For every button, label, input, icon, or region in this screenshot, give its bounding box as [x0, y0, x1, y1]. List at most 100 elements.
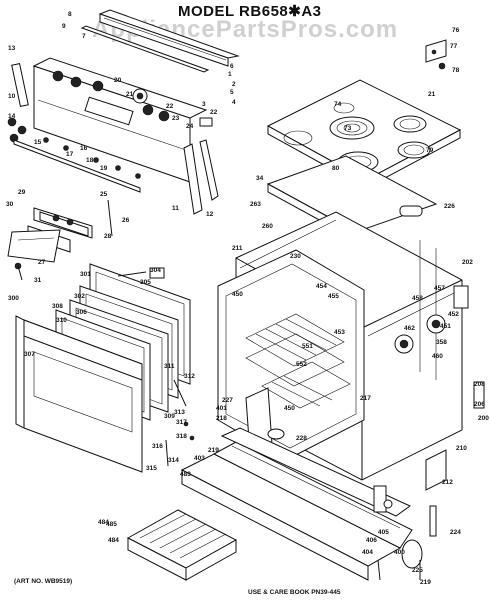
- part-callout-23: 23: [172, 115, 180, 122]
- part-callout-227: 227: [222, 397, 233, 404]
- part-callout-219: 219: [208, 447, 219, 454]
- broiler-pan: [126, 509, 238, 581]
- part-callout-9: 9: [62, 23, 66, 30]
- clock-assembly: [7, 199, 113, 281]
- part-callout-200: 200: [478, 415, 489, 422]
- part-callout-218: 218: [216, 415, 227, 422]
- part-callout-22: 22: [210, 109, 218, 116]
- top-right-bracket: [425, 39, 447, 70]
- part-callout-11: 11: [172, 205, 179, 212]
- part-callout-5: 5: [230, 89, 234, 96]
- part-callout-206: 206: [474, 401, 485, 408]
- part-callout-6: 6: [230, 63, 234, 70]
- part-callout-301: 301: [80, 271, 91, 278]
- part-callout-78: 78: [452, 67, 460, 74]
- part-callout-22: 22: [166, 103, 174, 110]
- part-callout-308: 308: [52, 303, 63, 310]
- part-callout-13: 13: [8, 45, 16, 52]
- part-callout-19: 19: [100, 165, 108, 172]
- part-callout-77: 77: [450, 43, 458, 50]
- side-trim-strips: [183, 117, 219, 215]
- part-callout-8: 8: [68, 11, 72, 18]
- part-callout-455: 455: [328, 293, 339, 300]
- part-callout-208: 208: [474, 381, 485, 388]
- part-callout-225: 225: [412, 567, 423, 574]
- part-callout-4: 4: [232, 99, 236, 106]
- part-callout-451: 451: [440, 323, 451, 330]
- part-callout-457: 457: [434, 285, 445, 292]
- part-callout-260: 260: [262, 223, 273, 230]
- part-callout-212: 212: [442, 479, 453, 486]
- part-callout-20: 20: [114, 77, 122, 84]
- part-callout-312: 312: [184, 373, 195, 380]
- part-callout-460: 460: [432, 353, 443, 360]
- part-callout-21: 21: [126, 91, 134, 98]
- part-callout-406: 406: [366, 537, 377, 544]
- part-callout-224: 224: [450, 529, 461, 536]
- part-callout-202: 202: [462, 259, 473, 266]
- part-callout-7: 7: [82, 33, 86, 40]
- part-callout-313: 313: [174, 409, 185, 416]
- part-callout-458: 458: [412, 295, 423, 302]
- part-callout-210: 210: [456, 445, 467, 452]
- part-callout-2: 2: [232, 81, 236, 88]
- part-callout-484: 484: [98, 519, 109, 526]
- part-callout-484: 484: [108, 537, 119, 544]
- part-callout-263: 263: [250, 201, 261, 208]
- part-callout-310: 310: [56, 317, 67, 324]
- part-callout-73: 73: [344, 125, 352, 132]
- part-callout-552: 552: [296, 361, 307, 368]
- top-trim-bar: [80, 9, 240, 73]
- part-callout-450: 450: [284, 405, 295, 412]
- part-callout-14: 14: [8, 113, 16, 120]
- part-callout-28: 28: [104, 233, 112, 240]
- part-callout-307: 307: [24, 351, 35, 358]
- part-callout-219: 219: [420, 579, 431, 586]
- part-callout-300: 300: [8, 295, 19, 302]
- part-callout-485: 485: [106, 521, 117, 528]
- part-callout-27: 27: [38, 259, 46, 266]
- part-callout-24: 24: [186, 123, 194, 130]
- part-callout-302: 302: [74, 293, 85, 300]
- part-callout-211: 211: [232, 245, 243, 252]
- part-callout-551: 551: [302, 343, 313, 350]
- part-callout-403: 403: [194, 455, 205, 462]
- part-callout-316: 316: [152, 443, 163, 450]
- part-callout-453: 453: [334, 329, 345, 336]
- part-callout-452: 452: [448, 311, 459, 318]
- part-callout-17: 17: [66, 151, 74, 158]
- part-callout-318: 318: [176, 433, 187, 440]
- part-callout-16: 16: [80, 145, 88, 152]
- part-callout-454: 454: [316, 283, 327, 290]
- part-callout-304: 304: [150, 267, 161, 274]
- part-callout-226: 226: [444, 203, 455, 210]
- part-callout-18: 18: [86, 157, 94, 164]
- part-callout-230: 230: [290, 253, 301, 260]
- part-callout-311: 311: [164, 363, 175, 370]
- cooktop: [266, 79, 462, 241]
- part-callout-483: 483: [180, 471, 191, 478]
- part-callout-80: 80: [332, 165, 340, 172]
- oven-door: [15, 263, 195, 473]
- part-callout-3: 3: [202, 101, 206, 108]
- part-callout-317: 317: [176, 419, 187, 426]
- part-callout-79: 79: [426, 147, 434, 154]
- use-care-book: USE & CARE BOOK PN39-445: [248, 589, 341, 596]
- part-callout-462: 462: [404, 325, 415, 332]
- part-callout-228: 228: [296, 435, 307, 442]
- part-callout-315: 315: [146, 465, 157, 472]
- part-callout-26: 26: [122, 217, 130, 224]
- part-callout-74: 74: [334, 101, 342, 108]
- model-title: MODEL RB658✱A3: [178, 3, 322, 20]
- part-callout-358: 358: [436, 339, 447, 346]
- part-callout-76: 76: [452, 27, 460, 34]
- part-callout-314: 314: [168, 457, 179, 464]
- art-number: (ART NO. WB9519): [14, 578, 73, 585]
- part-callout-10: 10: [8, 93, 16, 100]
- part-callout-305: 305: [140, 279, 151, 286]
- part-callout-30: 30: [6, 201, 14, 208]
- part-callout-31: 31: [34, 277, 42, 284]
- part-callout-21: 21: [428, 91, 436, 98]
- part-callout-34: 34: [256, 175, 264, 182]
